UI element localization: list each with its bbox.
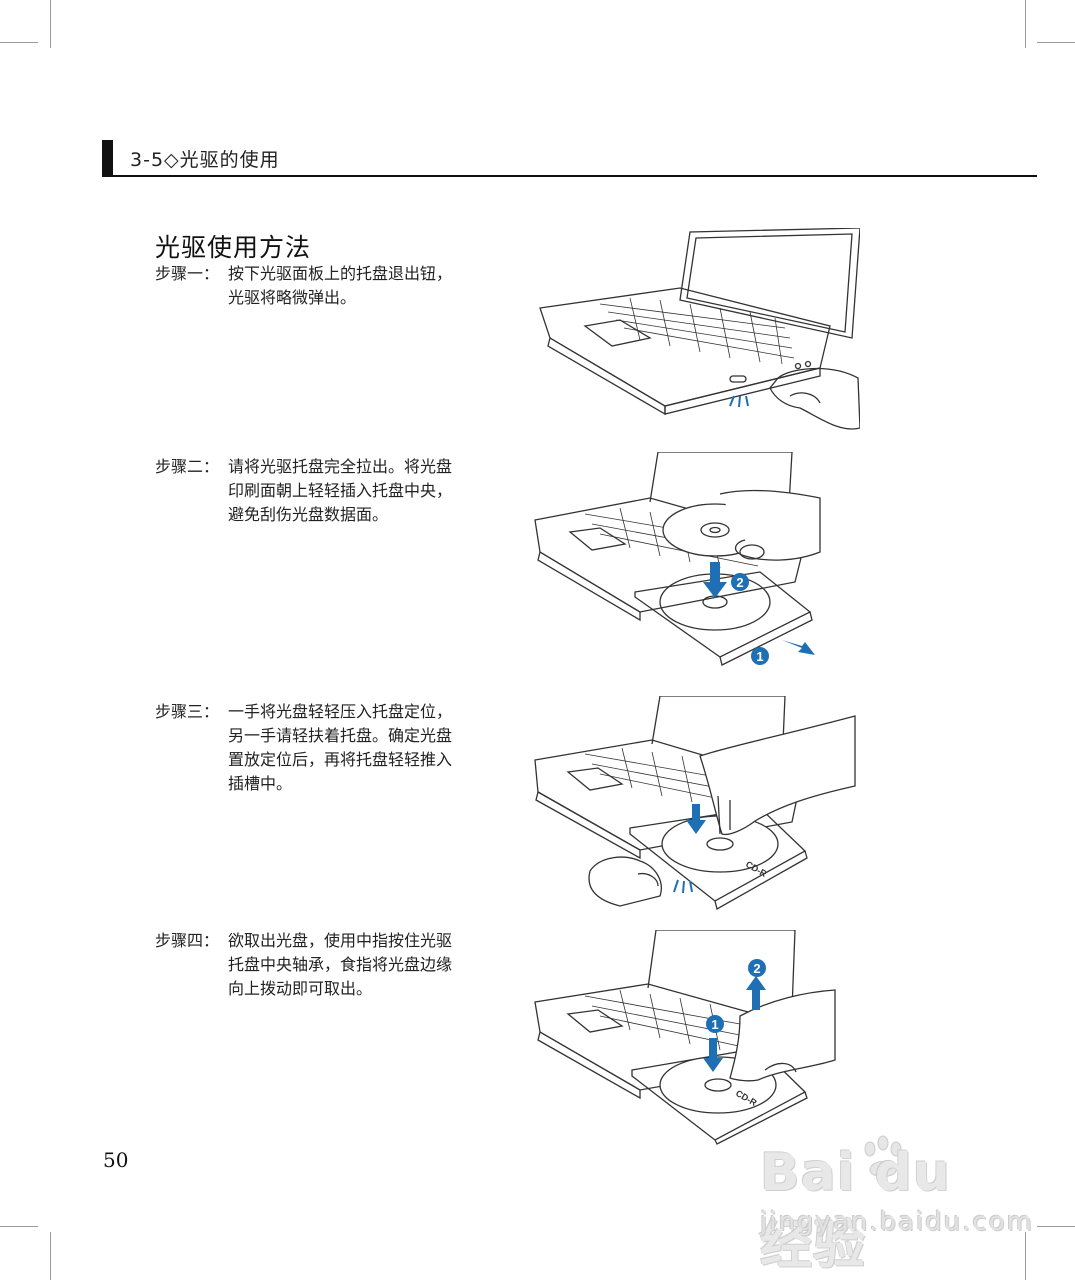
step-label: 步骤四： (155, 931, 220, 950)
step-text: 请将光驱托盘完全拉出。将光盘 (228, 457, 453, 476)
watermark-brand: Bai du 经验 (760, 1143, 951, 1276)
step-text: 置放定位后，再将托盘轻轻推入 (228, 750, 453, 769)
header-rule (102, 175, 1037, 177)
watermark: Bai du 经验 jingyan.baidu.com (760, 1135, 1032, 1276)
marker-2: 2 (736, 575, 743, 590)
step-text: 避免刮伤光盘数据面。 (228, 505, 389, 524)
step-text: 印刷面朝上轻轻插入托盘中央， (228, 481, 453, 500)
crop-mark (1037, 1226, 1075, 1227)
watermark-url: jingyan.baidu.com (760, 1207, 1034, 1237)
marker-2: 2 (753, 961, 760, 976)
page-number: 50 (103, 1148, 129, 1172)
crop-mark (0, 1226, 38, 1227)
paw-icon (864, 1135, 902, 1177)
crop-mark (1037, 42, 1075, 43)
illustration-eject (530, 228, 860, 438)
crop-mark (0, 42, 38, 43)
step-text: 另一手请轻扶着托盘。确定光盘 (228, 726, 453, 745)
step-text: 托盘中央轴承，食指将光盘边缘 (228, 955, 453, 974)
step-label: 步骤二： (155, 457, 220, 476)
step-text: 一手将光盘轻轻压入托盘定位， (228, 702, 453, 721)
header-bar (102, 140, 113, 176)
step-label: 步骤一： (155, 264, 220, 283)
step-text: 向上拨动即可取出。 (228, 979, 373, 998)
step-text: 欲取出光盘，使用中指按住光驱 (228, 931, 453, 950)
section-title: 光驱使用方法 (155, 233, 312, 262)
crop-mark (1025, 1232, 1026, 1280)
illustration-press-disc: CD-R (530, 696, 860, 911)
step-text: 光驱将略微弹出。 (228, 288, 357, 307)
crop-mark (50, 1232, 51, 1280)
illustration-remove-disc: CD-R 1 2 (530, 930, 840, 1145)
header-title: 3-5◇光驱的使用 (130, 149, 280, 171)
marker-1: 1 (756, 649, 763, 664)
step-text: 插槽中。 (228, 774, 293, 793)
marker-1: 1 (711, 1017, 718, 1032)
step-text: 按下光驱面板上的托盘退出钮， (228, 264, 453, 283)
crop-mark (50, 0, 51, 48)
crop-mark (1025, 0, 1026, 48)
illustration-insert-disc: 2 1 (530, 452, 830, 672)
step-label: 步骤三： (155, 702, 220, 721)
